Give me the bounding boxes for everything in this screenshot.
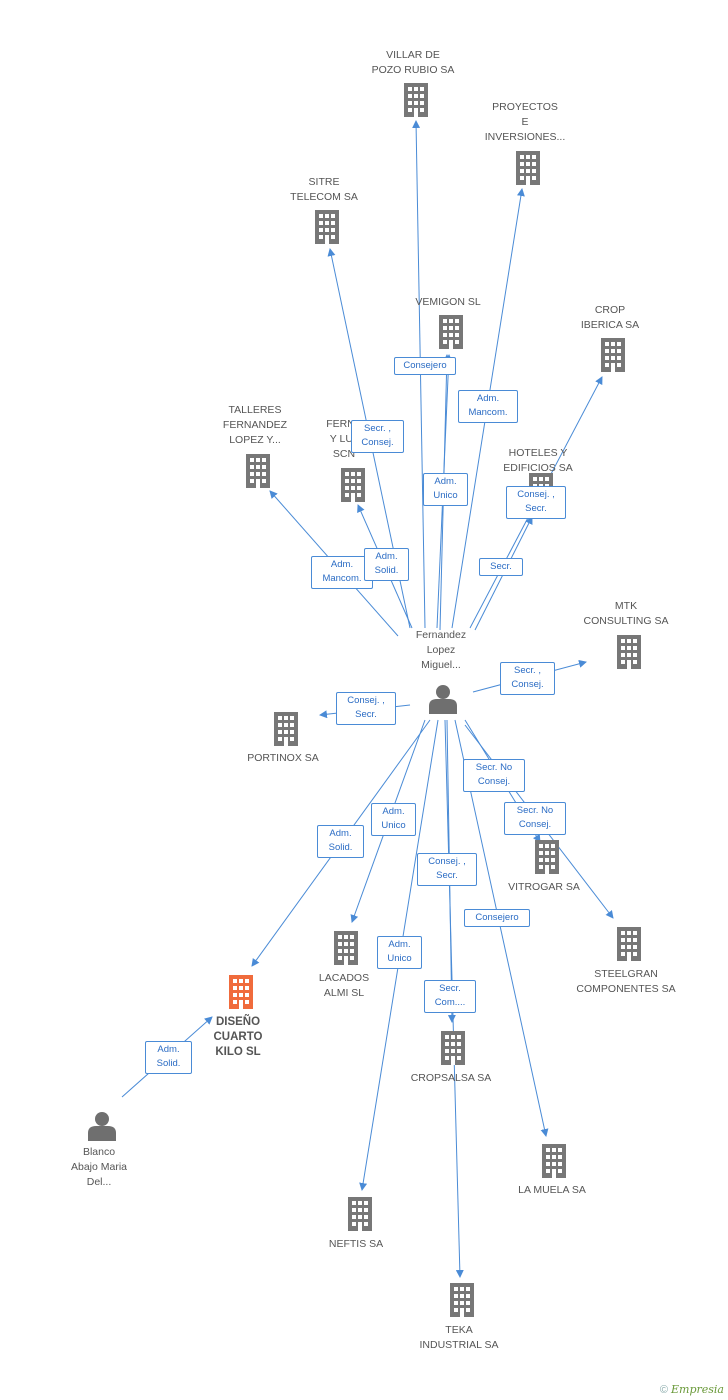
node-label-vemigon[interactable]: VEMIGON SL [415,296,481,308]
node-label-steelgran[interactable]: STEELGRAN COMPONENTES SA [576,968,676,995]
node-label-crop[interactable]: CROP IBERICA SA [580,304,640,331]
node-label-cropsalsa[interactable]: CROPSALSA SA [410,1072,492,1084]
blanco-person-icon[interactable] [88,1112,116,1141]
edge-label-person_main-to-hoteles[interactable]: Consej. , Secr. [506,486,566,519]
edge-label-person_main-to-crop[interactable]: Secr. [479,558,523,576]
node-label-lamuela[interactable]: LA MUELA SA [518,1184,586,1196]
node-label-sitre[interactable]: SITRE TELECOM SA [290,176,358,203]
edge-label-person_main-to-lamuela[interactable]: Consejero [464,909,530,927]
edge-label-person_main-to-portinox[interactable]: Consej. , Secr. [336,692,396,725]
edge-label-person_main-to-vemigon[interactable]: Consejero [394,357,456,375]
focus-building-icon[interactable] [229,975,253,1009]
node-label-blanco[interactable]: Blanco Abajo Maria Del... [70,1146,128,1188]
node-label-teka[interactable]: TEKA INDUSTRIAL SA [419,1324,499,1351]
node-label-neftis[interactable]: NEFTIS SA [328,1238,384,1250]
node-label-villar[interactable]: VILLAR DE POZO RUBIO SA [371,49,455,76]
node-label-person_main[interactable]: Fernandez Lopez Miguel... [415,629,467,671]
fernandez_luj-building-icon[interactable] [341,468,365,502]
copyright-symbol: © [659,1384,668,1396]
edge-label-person_main-to-talleres[interactable]: Adm. Mancom. [311,556,373,589]
sitre-building-icon[interactable] [315,210,339,244]
lamuela-building-icon[interactable] [542,1144,566,1178]
edge-label-person_main-to-neftis[interactable]: Adm. Unico [377,936,422,969]
edge-label-person_main-to-vemigon[interactable]: Adm. Unico [423,473,468,506]
mtk-building-icon[interactable] [617,635,641,669]
brand-logo: Empresia [671,1383,724,1396]
portinox-building-icon[interactable] [274,712,298,746]
node-label-portinox[interactable]: PORTINOX SA [247,752,319,764]
edge-label-person_main-to-proyectos[interactable]: Adm. Mancom. [458,390,518,423]
node-label-proyectos[interactable]: PROYECTOS E INVERSIONES... [484,101,566,143]
villar-building-icon[interactable] [404,83,428,117]
talleres-building-icon[interactable] [246,454,270,488]
edge-label-blanco-to-diseno[interactable]: Adm. Solid. [145,1041,192,1074]
teka-building-icon[interactable] [450,1283,474,1317]
edge-label-person_main-to-sitre[interactable]: Secr. , Consej. [351,420,404,453]
edge-label-person_main-to-vitrogar[interactable]: Secr. No Consej. [463,759,525,792]
node-label-vitrogar[interactable]: VITROGAR SA [508,881,580,893]
edge-label-person_main-to-steelgran[interactable]: Secr. No Consej. [504,802,566,835]
node-label-diseno[interactable]: DISEÑO CUARTO KILO SL [213,1016,263,1058]
edge-label-person_main-to-mtk[interactable]: Secr. , Consej. [500,662,555,695]
edge-label-person_main-to-diseno[interactable]: Adm. Solid. [317,825,364,858]
steelgran-building-icon[interactable] [617,927,641,961]
edge-label-person_main-to-lacados[interactable]: Adm. Unico [371,803,416,836]
node-label-mtk[interactable]: MTK CONSULTING SA [583,600,669,627]
node-label-talleres[interactable]: TALLERES FERNANDEZ LOPEZ Y... [222,404,288,446]
cropsalsa-building-icon[interactable] [441,1031,465,1065]
edge-label-person_main-to-fernandez_luj[interactable]: Adm. Solid. [364,548,409,581]
lacados-building-icon[interactable] [334,931,358,965]
edge-label-person_main-to-teka[interactable]: Secr. Com.... [424,980,476,1013]
node-label-lacados[interactable]: LACADOS ALMI SL [318,972,370,999]
node-label-hoteles[interactable]: HOTELES Y EDIFICIOS SA [503,447,573,474]
neftis-building-icon[interactable] [348,1197,372,1231]
edge-label-person_main-to-cropsalsa[interactable]: Consej. , Secr. [417,853,477,886]
vemigon-building-icon[interactable] [439,315,463,349]
crop-building-icon[interactable] [601,338,625,372]
proyectos-building-icon[interactable] [516,151,540,185]
footer-brand: © Empresia [660,1383,724,1396]
vitrogar-building-icon[interactable] [535,840,559,874]
person_main-person-icon[interactable] [429,685,457,714]
